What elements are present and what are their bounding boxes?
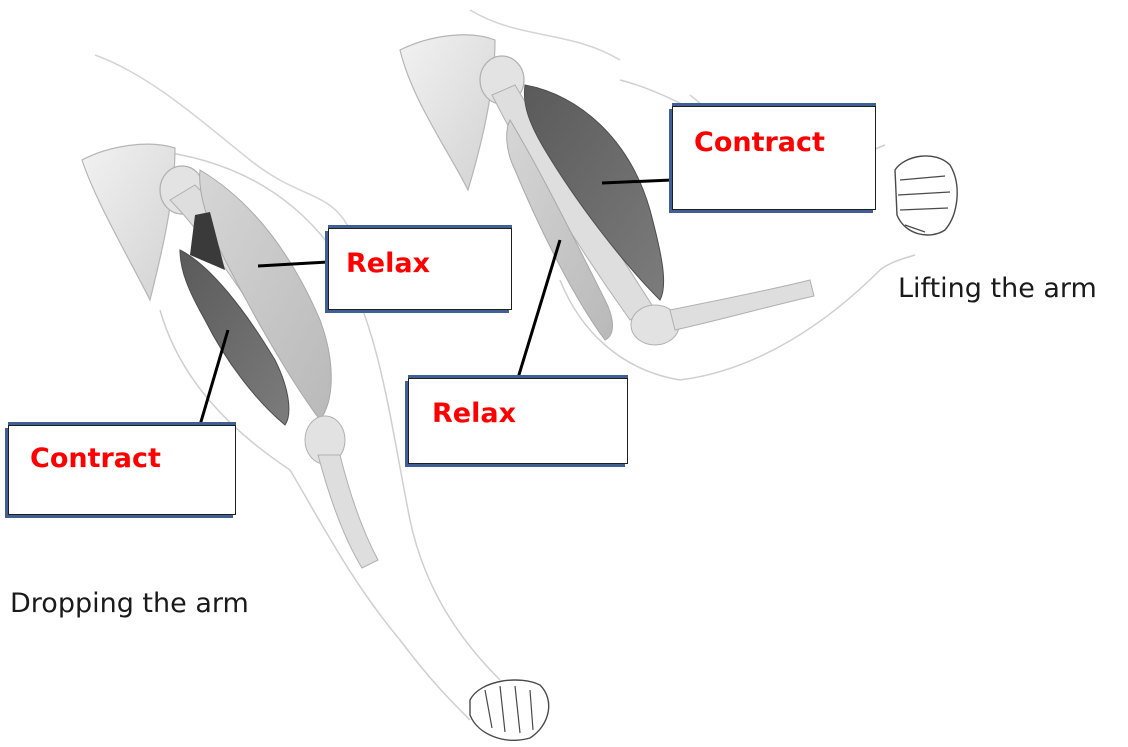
right-contract-box [672,106,876,210]
pointer-left-contract [200,330,228,425]
right-forearm [670,280,814,330]
left-forearm [318,455,378,568]
right-relax-label: Relax [432,398,516,429]
dropping-caption: Dropping the arm [10,588,249,619]
pointer-right-relax [518,240,560,378]
lifting-caption: Lifting the arm [898,273,1097,304]
right-contract-label: Contract [694,127,825,158]
left-contract-label: Contract [30,443,161,474]
left-relax-label: Relax [346,248,430,279]
right-scapula [400,35,495,190]
left-scapula [82,144,175,300]
right-fist [895,156,957,235]
left-fist [470,680,549,740]
